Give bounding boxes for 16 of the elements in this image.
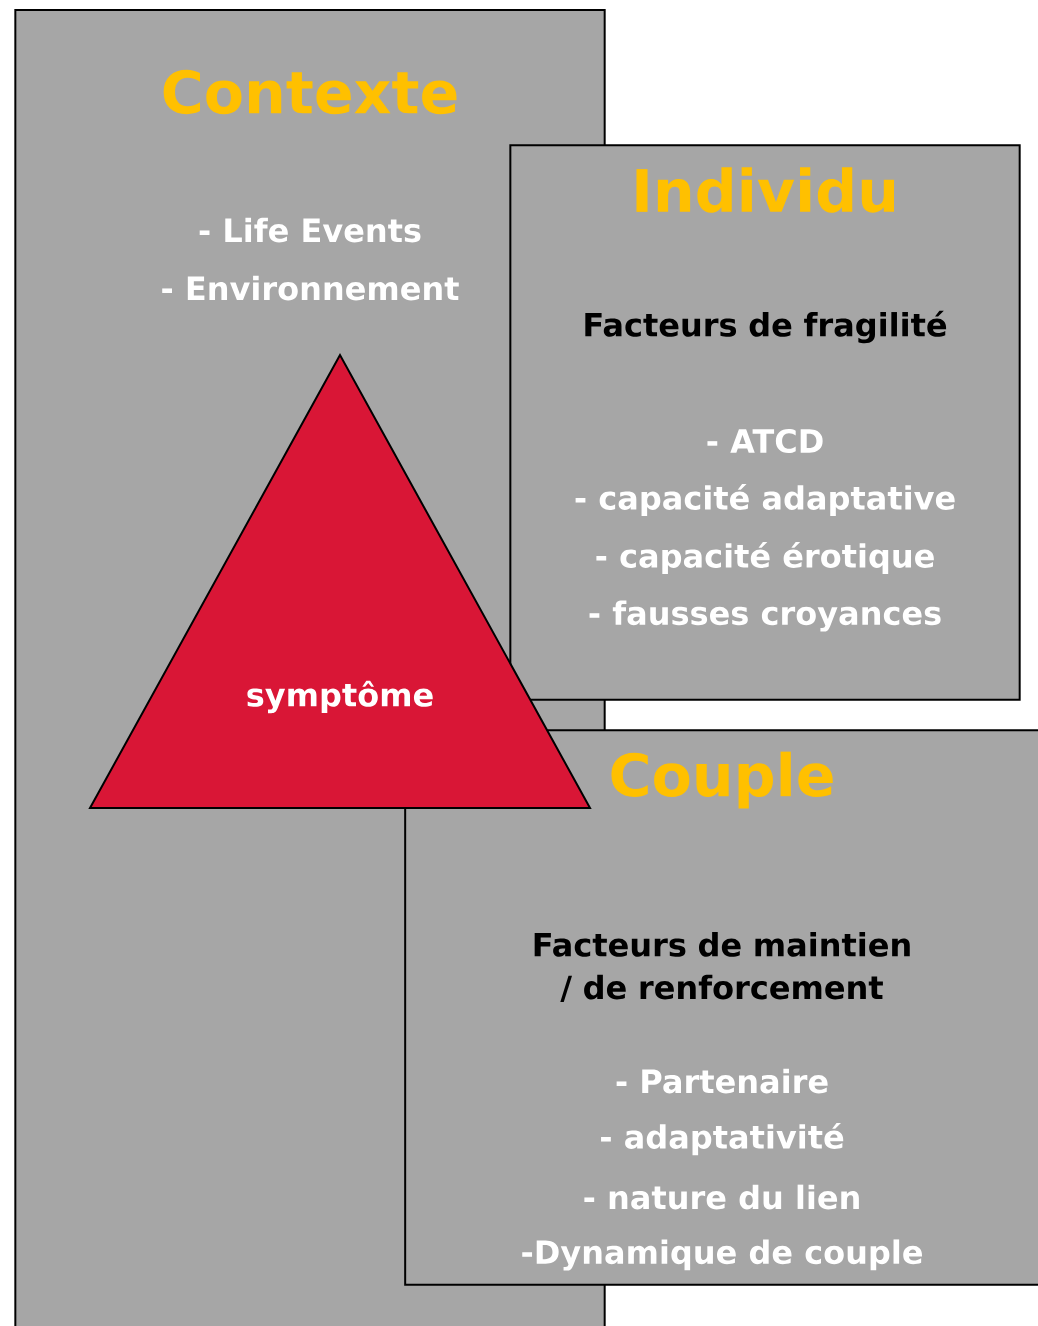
list-item: - fausses croyances xyxy=(589,600,941,632)
symptom-label: symptôme xyxy=(247,680,433,714)
list-item: - capacité érotique xyxy=(596,541,934,575)
list-item: - Partenaire xyxy=(616,1068,828,1094)
list-item: - ATCD xyxy=(707,428,823,454)
heading: Individu xyxy=(636,167,895,213)
subheading: Facteurs de maintien / de renforcement xyxy=(534,932,910,1002)
heading: Couple xyxy=(611,751,833,809)
list-item: - Life Events xyxy=(199,217,421,243)
list-item: - capacité adaptative xyxy=(575,483,955,517)
list-item: -Dynamique de couple xyxy=(522,1239,922,1271)
list-item: - Environnement xyxy=(162,275,459,301)
list-item: - nature du lien xyxy=(584,1184,859,1210)
heading: Contexte xyxy=(163,69,457,115)
subheading: Facteurs de fragilité xyxy=(585,310,947,344)
list-item: - adaptativité xyxy=(601,1122,844,1156)
